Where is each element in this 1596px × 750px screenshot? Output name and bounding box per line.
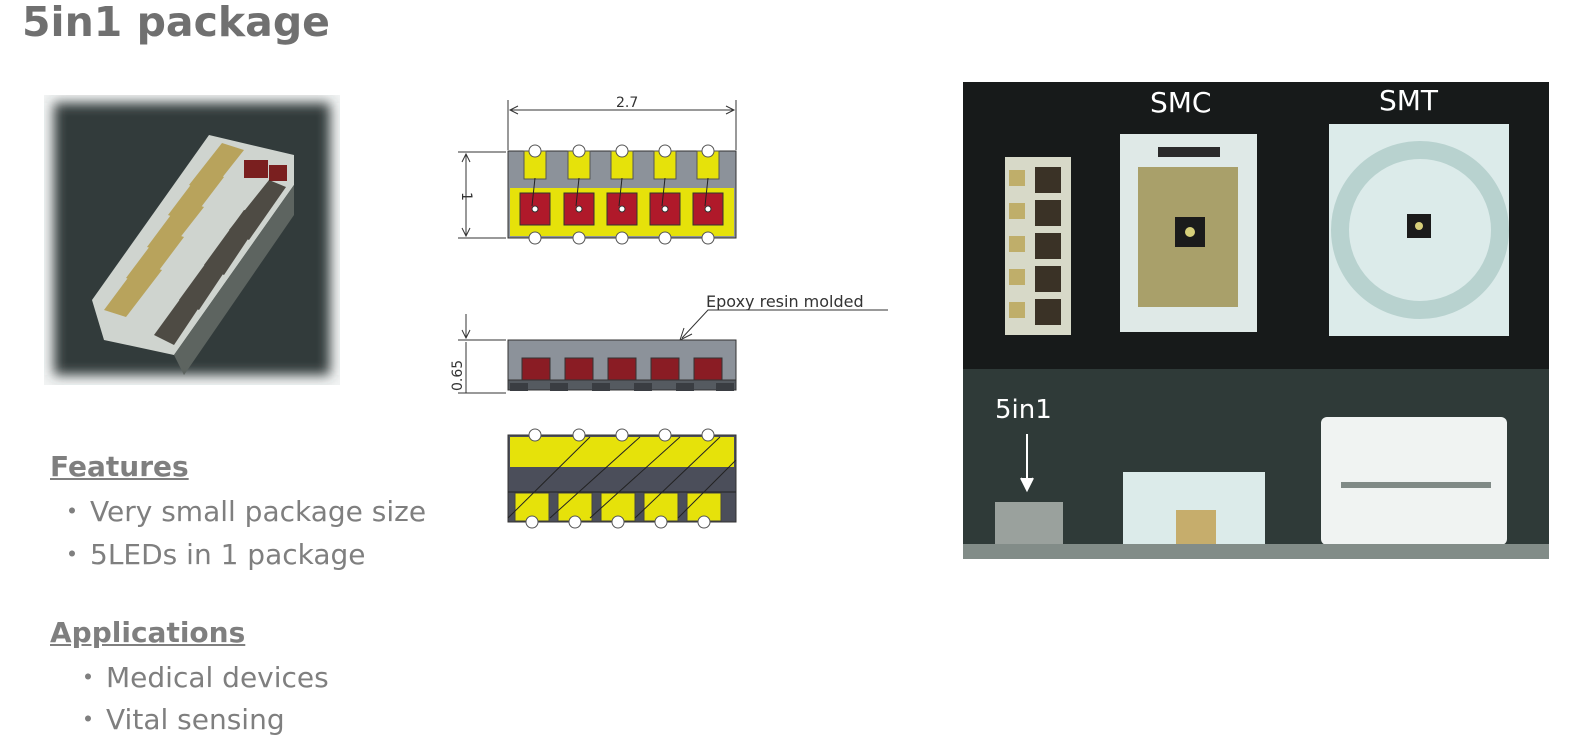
height-dimension: [458, 151, 506, 239]
application-item-label: Medical devices: [106, 661, 329, 694]
feature-item-label: 5LEDs in 1 package: [90, 538, 366, 571]
package-drawing: 2.7 1: [440, 88, 910, 538]
application-item-label: Vital sensing: [106, 703, 285, 736]
feature-item: ・5LEDs in 1 package: [58, 533, 366, 573]
features-heading: Features: [50, 450, 189, 483]
smc-label: SMC: [1150, 86, 1212, 119]
5in1-top-view: [1005, 157, 1071, 335]
size-comparison-photo: SMC SMT 5in1: [963, 82, 1549, 559]
height-dimension-label: 1: [458, 192, 474, 201]
side-view: [507, 339, 737, 391]
bullet-glyph: ・: [74, 661, 103, 694]
package-photo: [44, 95, 340, 385]
width-dimension-label: 2.7: [616, 95, 638, 111]
smc-side-view: [1123, 472, 1265, 544]
epoxy-callout: [679, 309, 888, 341]
smt-top-view: [1329, 124, 1509, 336]
thickness-dimension: [458, 314, 506, 394]
bullet-glyph: ・: [58, 495, 87, 528]
width-dimension: [507, 100, 737, 150]
feature-item-label: Very small package size: [90, 495, 427, 528]
application-item: ・Medical devices: [74, 656, 329, 696]
bullet-glyph: ・: [58, 538, 87, 571]
bullet-glyph: ・: [74, 703, 103, 736]
applications-heading: Applications: [50, 616, 246, 649]
5in1-label: 5in1: [995, 395, 1052, 425]
page-title: 5in1 package: [22, 0, 330, 46]
top-view: [507, 144, 737, 245]
epoxy-label: Epoxy resin molded: [706, 292, 864, 311]
feature-item: ・Very small package size: [58, 490, 426, 530]
smt-side-view: [1321, 417, 1507, 545]
application-item: ・Vital sensing: [74, 698, 285, 738]
smt-label: SMT: [1379, 84, 1439, 117]
thickness-dimension-label: 0.65: [450, 360, 466, 391]
5in1-side-view: [995, 502, 1063, 546]
smc-top-view: [1120, 134, 1257, 332]
bottom-view: [507, 428, 737, 529]
